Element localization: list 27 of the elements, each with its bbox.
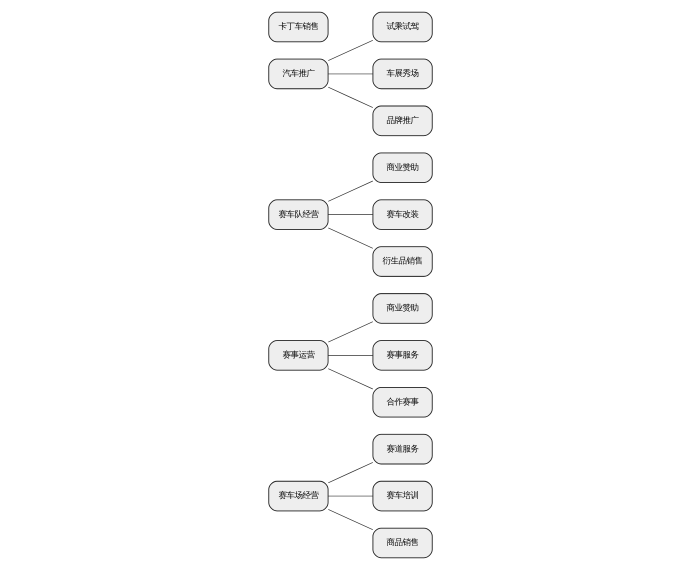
connector bbox=[327, 321, 373, 342]
connector bbox=[327, 462, 373, 484]
connector bbox=[327, 228, 373, 249]
node-box: 衍生品销售 bbox=[372, 246, 432, 277]
node-box: 赛道服务 bbox=[372, 434, 432, 464]
node-box: 赛车场经营 bbox=[268, 480, 328, 512]
node-box: 赛车改装 bbox=[372, 199, 432, 230]
node-box: 试乘试驾 bbox=[372, 12, 432, 42]
node-box: 赛事服务 bbox=[372, 340, 432, 371]
connector bbox=[327, 40, 373, 61]
node-box: 赛事运营 bbox=[268, 340, 328, 371]
node-box: 赛车培训 bbox=[372, 480, 432, 512]
node-box: 卡丁车销售 bbox=[268, 12, 328, 42]
node-box: 商业赞助 bbox=[372, 293, 432, 324]
connector bbox=[327, 180, 373, 202]
connector bbox=[327, 355, 373, 356]
node-box: 品牌推广 bbox=[372, 106, 432, 136]
connector bbox=[327, 368, 373, 390]
connector bbox=[327, 214, 373, 215]
node-box: 汽车推广 bbox=[268, 58, 328, 90]
node-box: 赛车队经营 bbox=[268, 199, 328, 230]
node-box: 合作赛事 bbox=[372, 386, 432, 418]
connector bbox=[327, 509, 373, 530]
connector bbox=[327, 86, 373, 108]
node-box: 商品销售 bbox=[372, 528, 432, 558]
node-box: 商业赞助 bbox=[372, 152, 432, 184]
node-box: 车展秀场 bbox=[372, 58, 432, 90]
